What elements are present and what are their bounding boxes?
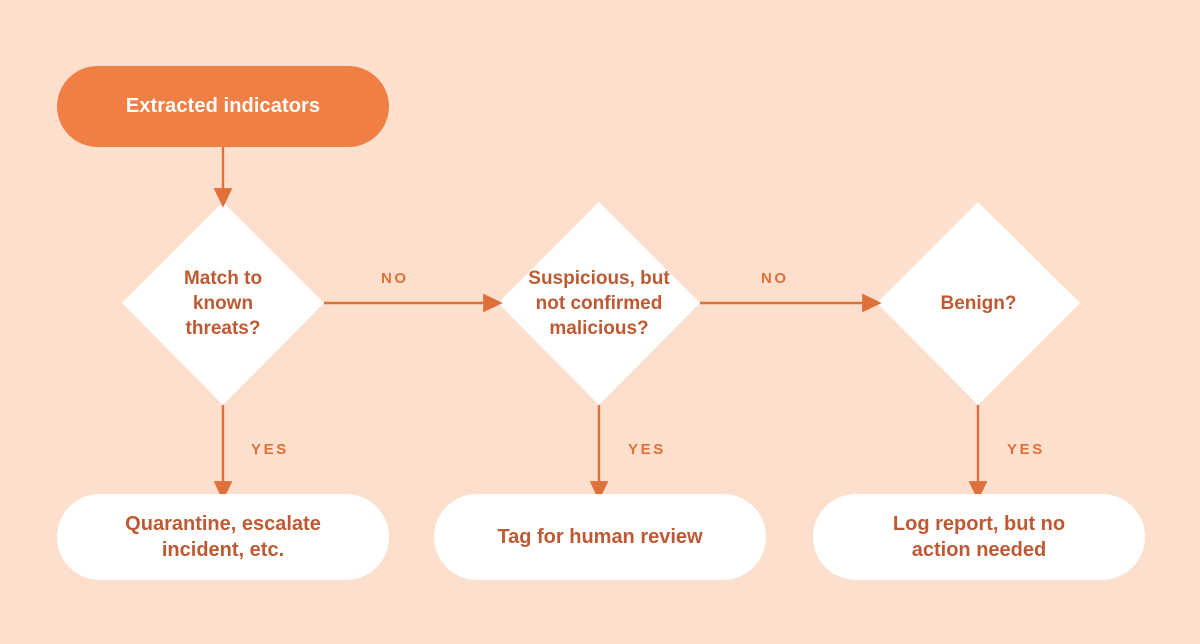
node-result-quarantine[interactable]: Quarantine, escalate incident, etc. [57,494,389,580]
decision-shape-match-known-threats [122,202,324,405]
node-result-log-report[interactable]: Log report, but no action needed [813,494,1145,580]
decision-shape-benign [877,202,1080,405]
node-decision-benign[interactable]: Benign? [877,202,1080,405]
result-label-tag-human-review: Tag for human review [497,525,703,548]
edge-label-yes-decision-1: YES [251,441,289,458]
decision-label-benign: Benign? [940,292,1017,314]
decision-label-suspicious-not-confirmed: Suspicious, but not confirmed malicious? [528,267,670,340]
edge-label-no-decision-1: NO [381,270,409,287]
result-label-quarantine: Quarantine, escalate incident, etc. [125,512,321,561]
node-result-tag-human-review[interactable]: Tag for human review [434,494,766,580]
edge-label-yes-decision-3: YES [1007,441,1045,458]
decision-label-match-known-threats: Match to known threats? [183,267,263,340]
edge-label-no-decision-2: NO [761,270,789,287]
node-decision-suspicious-not-confirmed[interactable]: Suspicious, but not confirmed malicious? [498,202,700,405]
node-start-label: Extracted indicators [125,95,321,117]
edge-label-yes-decision-2: YES [628,441,666,458]
node-start-extracted-indicators[interactable]: Extracted indicators [57,66,389,147]
node-decision-match-known-threats[interactable]: Match to known threats? [122,202,324,405]
result-label-log-report: Log report, but no action needed [892,512,1066,561]
decision-shape-suspicious-not-confirmed [498,202,700,405]
